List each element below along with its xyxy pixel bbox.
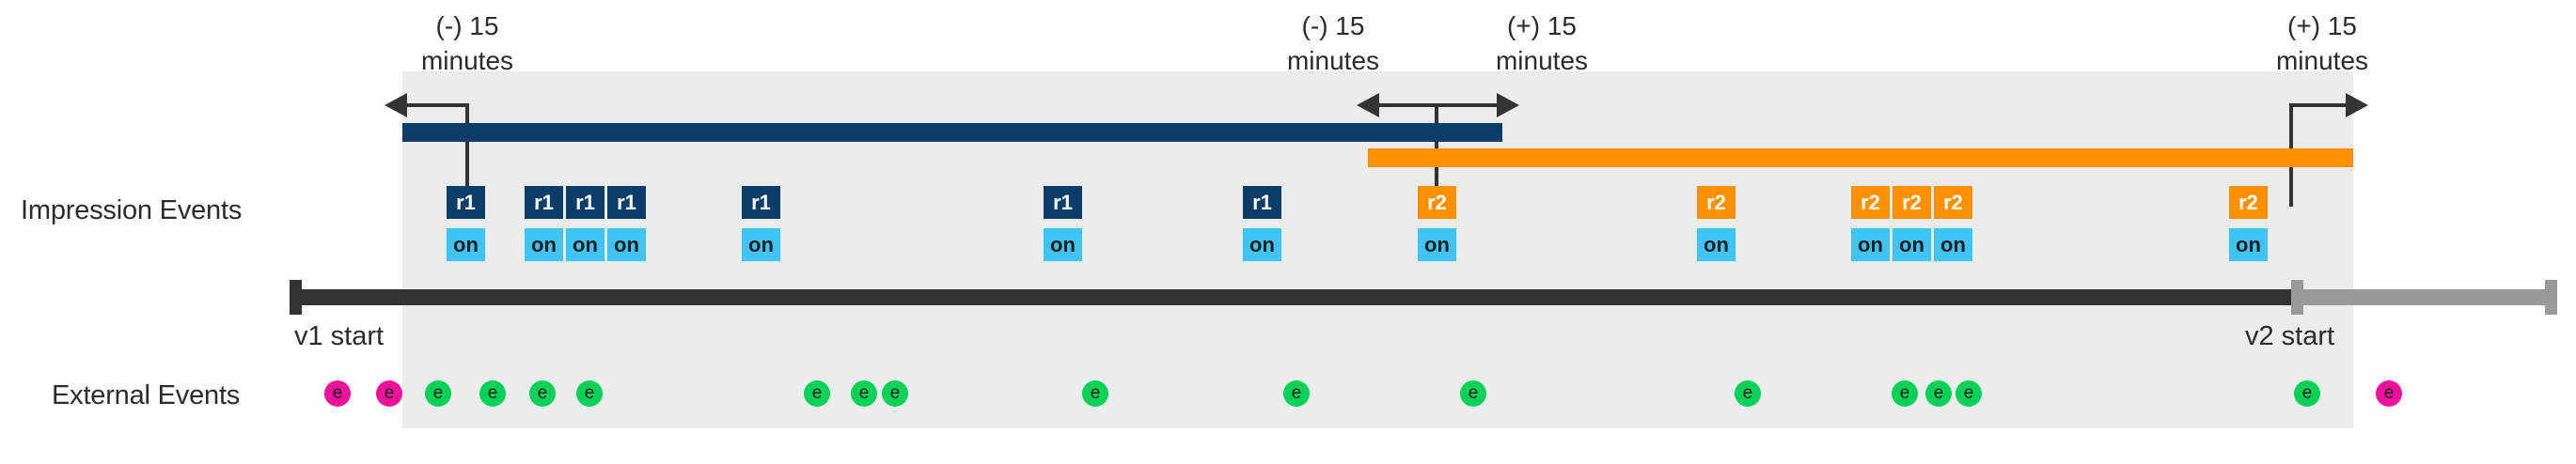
impression-status-chip: on bbox=[607, 228, 646, 261]
impression-status-chip: on bbox=[566, 228, 605, 261]
callout-v2-start-plus-arrowhead bbox=[1497, 93, 1519, 117]
v1-start-cap bbox=[290, 280, 302, 315]
impression-status-chip: on bbox=[1934, 228, 1972, 261]
external-event-dot: e bbox=[1082, 380, 1108, 407]
impression-status-chip: on bbox=[1893, 228, 1931, 261]
callout-v2-start-minus-label: (-) 15 minutes bbox=[1287, 9, 1379, 79]
external-events-row-label: External Events bbox=[52, 380, 241, 410]
impression-status-chip: on bbox=[2229, 228, 2268, 261]
impression-status-chip: on bbox=[1243, 228, 1281, 261]
impression-request-chip: r1 bbox=[742, 186, 780, 219]
impression-request-chip: r1 bbox=[1044, 186, 1082, 219]
external-event-dot: e bbox=[324, 380, 351, 407]
v2-start-cap bbox=[2291, 280, 2303, 315]
impression-request-chip: r1 bbox=[525, 186, 563, 219]
callout-v1-start-minus-arrowhead bbox=[385, 93, 407, 117]
callout-v1-start-minus-hline bbox=[406, 103, 467, 107]
impression-status-chip: on bbox=[1851, 228, 1890, 261]
impression-request-chip: r2 bbox=[1697, 186, 1736, 219]
callout-unit: minutes bbox=[2275, 45, 2369, 75]
callout-unit: minutes bbox=[1495, 45, 1589, 75]
callout-sign: (-) 15 bbox=[435, 11, 499, 40]
external-event-dot: e bbox=[851, 380, 877, 407]
external-event-dot: e bbox=[576, 380, 603, 407]
external-event-dot: e bbox=[1735, 380, 1761, 407]
impression-request-chip: r1 bbox=[1243, 186, 1281, 219]
impression-status-chip: on bbox=[1044, 228, 1082, 261]
v2-timeline-bar bbox=[2291, 289, 2557, 305]
impression-request-chip: r2 bbox=[1934, 186, 1972, 219]
impression-request-chip: r2 bbox=[2229, 186, 2268, 219]
callout-sign: (+) 15 bbox=[1507, 11, 1577, 40]
callout-v2-start-hline bbox=[1378, 103, 1497, 107]
external-event-dot: e bbox=[479, 380, 506, 407]
v2-end-cap bbox=[2545, 280, 2557, 315]
external-event-dot: e bbox=[1460, 380, 1486, 407]
v1-range-bar bbox=[402, 123, 1502, 142]
callout-v1-start-minus-label: (-) 15 minutes bbox=[421, 9, 513, 79]
callout-v2-start-minus-arrowhead bbox=[1357, 93, 1379, 117]
impression-status-chip: on bbox=[525, 228, 563, 261]
impression-request-chip: r2 bbox=[1418, 186, 1456, 219]
impression-events-row-label: Impression Events bbox=[21, 195, 243, 225]
external-event-dot: e bbox=[376, 380, 402, 407]
external-event-dot: e bbox=[425, 380, 451, 407]
callout-unit: minutes bbox=[420, 45, 514, 75]
v2-start-caption: v2 start bbox=[2245, 321, 2335, 351]
external-event-dot: e bbox=[1283, 380, 1310, 407]
impression-status-chip: on bbox=[1418, 228, 1456, 261]
impression-status-chip: on bbox=[447, 228, 485, 261]
external-event-dot: e bbox=[804, 380, 830, 407]
callout-unit: minutes bbox=[1286, 45, 1380, 75]
callout-v2-end-hline bbox=[2289, 103, 2346, 107]
callout-v2-end-plus-label: (+) 15 minutes bbox=[2276, 9, 2368, 79]
impression-status-chip: on bbox=[1697, 228, 1736, 261]
external-event-dot: e bbox=[882, 380, 908, 407]
external-event-dot: e bbox=[1892, 380, 1918, 407]
v1-start-caption: v1 start bbox=[294, 321, 385, 351]
impression-request-chip: r1 bbox=[607, 186, 646, 219]
v2-range-bar bbox=[1368, 148, 2353, 167]
impression-request-chip: r2 bbox=[1893, 186, 1931, 219]
callout-sign: (+) 15 bbox=[2287, 11, 2357, 40]
impression-request-chip: r1 bbox=[566, 186, 605, 219]
v1-timeline-bar bbox=[290, 289, 2294, 305]
callout-v1-start-minus-vline bbox=[465, 103, 469, 207]
external-event-dot: e bbox=[2376, 380, 2402, 407]
external-event-dot: e bbox=[1925, 380, 1952, 407]
impression-request-chip: r1 bbox=[447, 186, 485, 219]
callout-sign: (-) 15 bbox=[1301, 11, 1365, 40]
impression-request-chip: r2 bbox=[1851, 186, 1890, 219]
external-event-dot: e bbox=[1956, 380, 1982, 407]
impression-status-chip: on bbox=[742, 228, 780, 261]
external-event-dot: e bbox=[2294, 380, 2320, 407]
callout-v2-end-plus-arrowhead bbox=[2346, 93, 2368, 117]
external-event-dot: e bbox=[529, 380, 556, 407]
callout-v2-start-plus-label: (+) 15 minutes bbox=[1496, 9, 1588, 79]
